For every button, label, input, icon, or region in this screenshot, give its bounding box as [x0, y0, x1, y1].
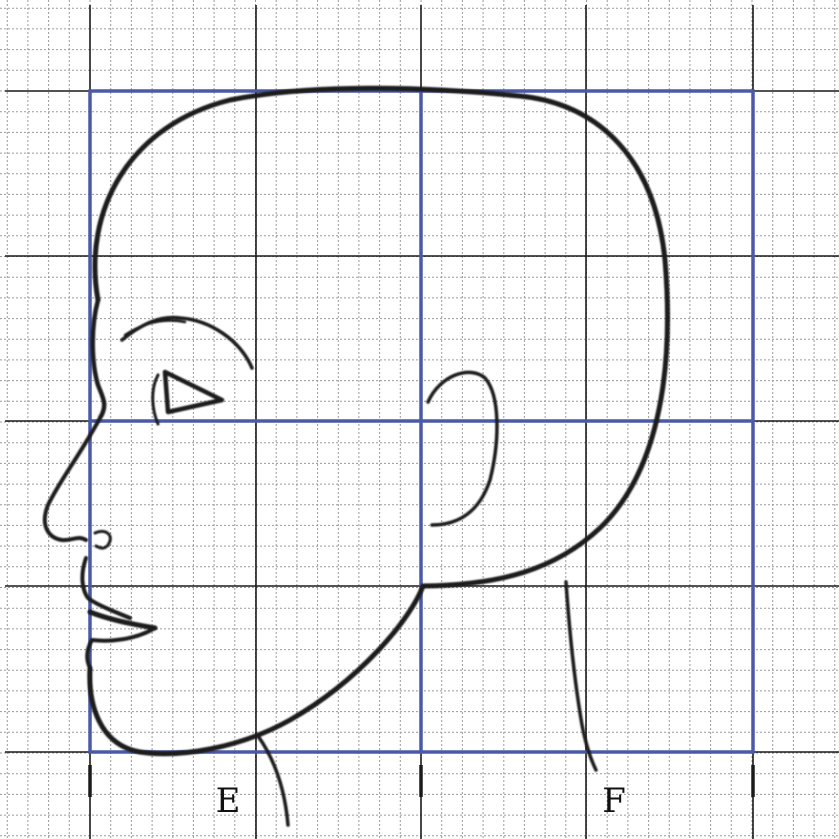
label-f: F: [602, 781, 626, 821]
label-e: E: [216, 781, 241, 821]
